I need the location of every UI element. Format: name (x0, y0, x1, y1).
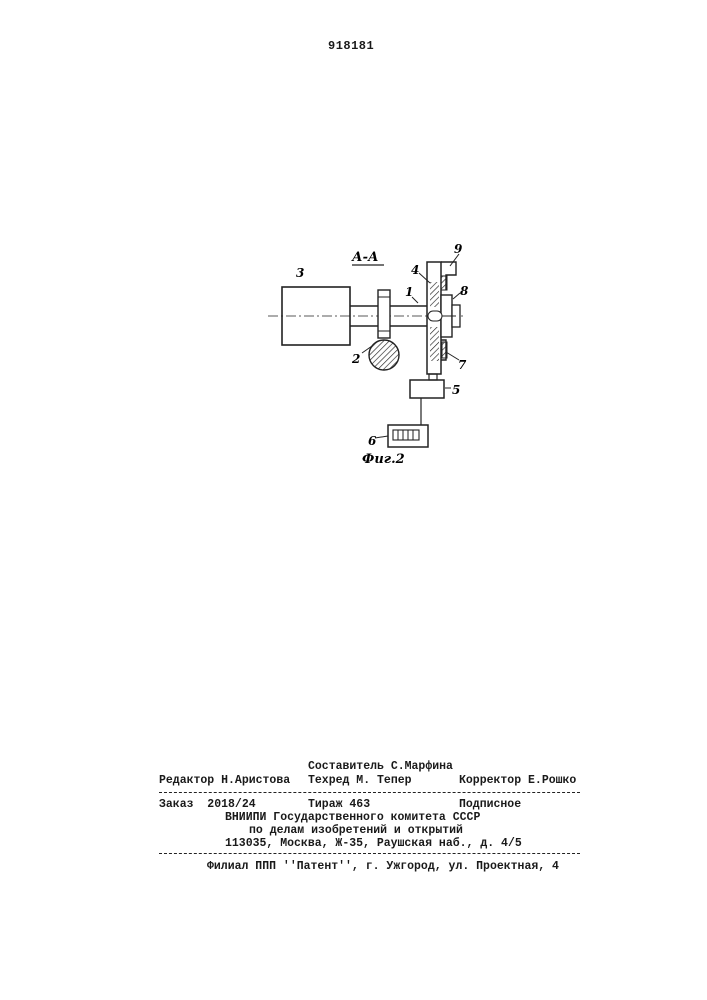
callout-1: 1 (405, 285, 413, 299)
callout-6: 6 (368, 434, 377, 448)
callout-4: 4 (411, 263, 419, 277)
techred-line: Техред М. Тепер (308, 774, 412, 787)
branch-line: Филиал ППП ''Патент'', г. Ужгород, ул. П… (207, 860, 559, 873)
divider (159, 853, 580, 854)
lower-insert (441, 340, 447, 360)
subscription-line: Подписное (459, 798, 521, 811)
divider (159, 792, 580, 793)
editor-line: Редактор Н.Аристова (159, 774, 290, 787)
worm-section (369, 340, 399, 370)
counter (388, 425, 428, 447)
sensor (410, 374, 444, 425)
circulation-line: Тираж 463 (308, 798, 370, 811)
address-line: 113035, Москва, Ж-35, Раушская наб., д. … (225, 837, 522, 850)
order-line: Заказ 2018/24 (159, 798, 256, 811)
gear (378, 290, 390, 338)
corrector-line: Корректор Е.Рошко (459, 774, 576, 787)
org-line-2: по делам изобретений и открытий (249, 824, 463, 837)
compiler-line: Составитель С.Марфина (308, 760, 453, 773)
callout-9: 9 (454, 242, 463, 256)
figure-caption: Фиг.2 (362, 452, 405, 467)
callout-5: 5 (452, 383, 460, 397)
bracket (441, 262, 456, 290)
callout-7: 7 (458, 358, 467, 372)
section-label: А-А (351, 250, 384, 265)
callout-8: 8 (460, 284, 469, 298)
org-line-1: ВНИИПИ Государственного комитета СССР (225, 811, 480, 824)
svg-text:А-А: А-А (351, 250, 379, 265)
callout-3: 3 (296, 266, 304, 280)
callout-2: 2 (351, 352, 360, 366)
